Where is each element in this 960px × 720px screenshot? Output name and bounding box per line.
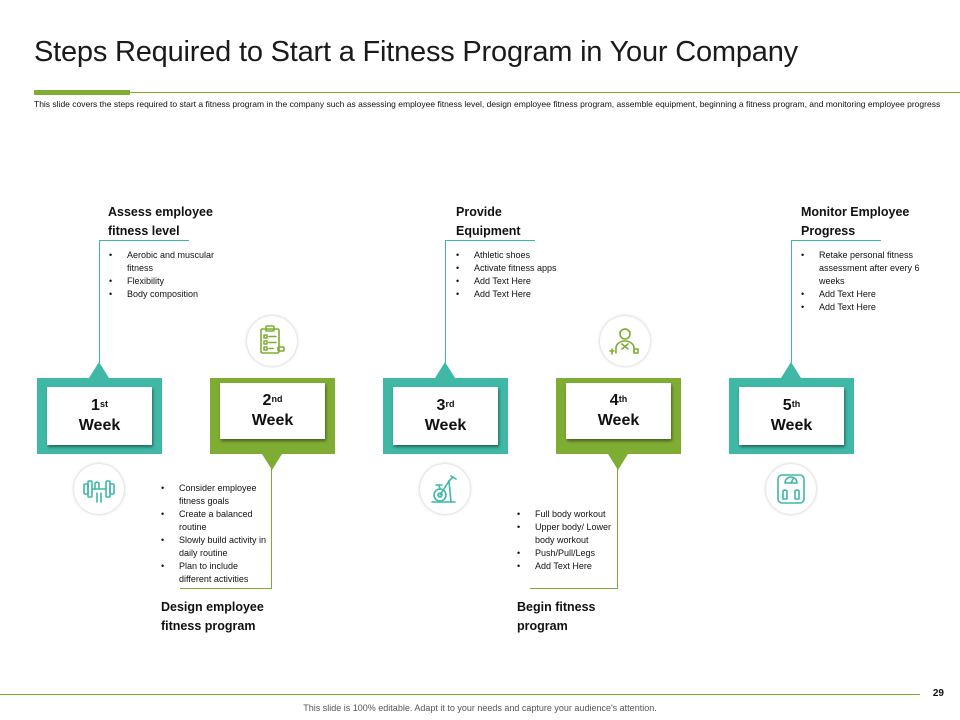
step-3-pointer [435,362,455,378]
step-1-week-label: Week [78,417,121,434]
step-3-heading-line1: Provide [456,205,502,219]
page-number: 29 [932,688,944,699]
step-2-connector-v [271,466,272,588]
step-2-number: 2nd [262,392,283,409]
list-item: Consider employee fitness goals [161,482,267,508]
step-4-pointer [608,454,628,470]
step-5-pointer [781,362,801,378]
step-2-heading-line2: fitness program [161,619,256,633]
step-1-heading-line2: fitness level [108,224,180,238]
step-4-number: 4th [609,392,628,409]
list-item: Plan to include different activities [161,560,267,586]
step-2-connector-h [180,588,272,589]
step-4-heading: Begin fitness program [517,598,596,636]
step-1-heading-line1: Assess employee [108,205,213,219]
step-5-week-box: 5th Week [729,378,854,454]
list-item: Flexibility [109,275,229,288]
step-3-bullets: Athletic shoes Activate fitness apps Add… [456,249,576,301]
slide-description: This slide covers the steps required to … [34,99,941,109]
step-5-heading-line2: Progress [801,224,856,238]
step-4-heading-line1: Begin fitness [517,600,596,614]
step-4-heading-line2: program [517,619,568,633]
slide-title: Steps Required to Start a Fitness Progra… [34,36,798,68]
exercise-bike-icon [420,464,470,514]
step-5-heading: Monitor Employee Progress [801,203,909,241]
step-1-heading: Assess employee fitness level [108,203,213,241]
step-5-connector-v [791,240,792,363]
list-item: Push/Pull/Legs [517,547,617,560]
footer-divider [0,694,920,695]
step-5-heading-line1: Monitor Employee [801,205,910,219]
title-underline [130,92,960,93]
list-item: Retake personal fitness assessment after… [801,249,936,288]
dumbbell-icon [74,464,124,514]
list-item: Upper body/ Lower body workout [517,521,617,547]
step-3-week-box: 3rd Week [383,378,508,454]
step-2-week-box: 2nd Week [210,378,335,454]
list-item: Aerobic and muscular fitness [109,249,229,275]
step-2-heading-line1: Design employee [161,600,264,614]
list-item: Add Text Here [456,288,576,301]
step-3-connector-h [445,240,535,241]
step-5-week-label: Week [770,417,813,434]
step-3-number: 3rd [436,397,455,414]
list-item: Activate fitness apps [456,262,576,275]
list-item: Create a balanced routine [161,508,267,534]
step-4-week-label: Week [597,412,640,429]
step-2-heading: Design employee fitness program [161,598,264,636]
step-1-pointer [89,362,109,378]
step-1-week-box: 1st Week [37,378,162,454]
footer-note: This slide is 100% editable. Adapt it to… [303,703,657,713]
step-4-connector-v [617,466,618,588]
list-item: Add Text Here [517,560,617,573]
step-3-connector-v [445,240,446,363]
trainer-icon [600,316,650,366]
step-3-week-label: Week [424,417,467,434]
step-4-week-box: 4th Week [556,378,681,454]
clipboard-icon [247,316,297,366]
step-5-bullets: Retake personal fitness assessment after… [801,249,936,314]
list-item: Slowly build activity in daily routine [161,534,267,560]
title-underline-accent [34,90,130,95]
step-1-connector-v [99,240,100,363]
list-item: Add Text Here [801,288,936,301]
step-2-week-label: Week [251,412,294,429]
step-3-heading: Provide Equipment [456,203,521,241]
list-item: Full body workout [517,508,617,521]
step-3-heading-line2: Equipment [456,224,521,238]
list-item: Body composition [109,288,229,301]
list-item: Add Text Here [801,301,936,314]
step-2-pointer [262,454,282,470]
step-4-connector-h [530,588,618,589]
step-1-number: 1st [91,397,108,414]
step-5-number: 5th [782,397,801,414]
step-1-connector-h [99,240,189,241]
step-2-bullets: Consider employee fitness goals Create a… [161,482,267,586]
list-item: Add Text Here [456,275,576,288]
list-item: Athletic shoes [456,249,576,262]
step-5-connector-h [791,240,881,241]
step-4-bullets: Full body workout Upper body/ Lower body… [517,508,617,573]
step-1-bullets: Aerobic and muscular fitness Flexibility… [109,249,229,301]
weighing-scale-icon [766,464,816,514]
